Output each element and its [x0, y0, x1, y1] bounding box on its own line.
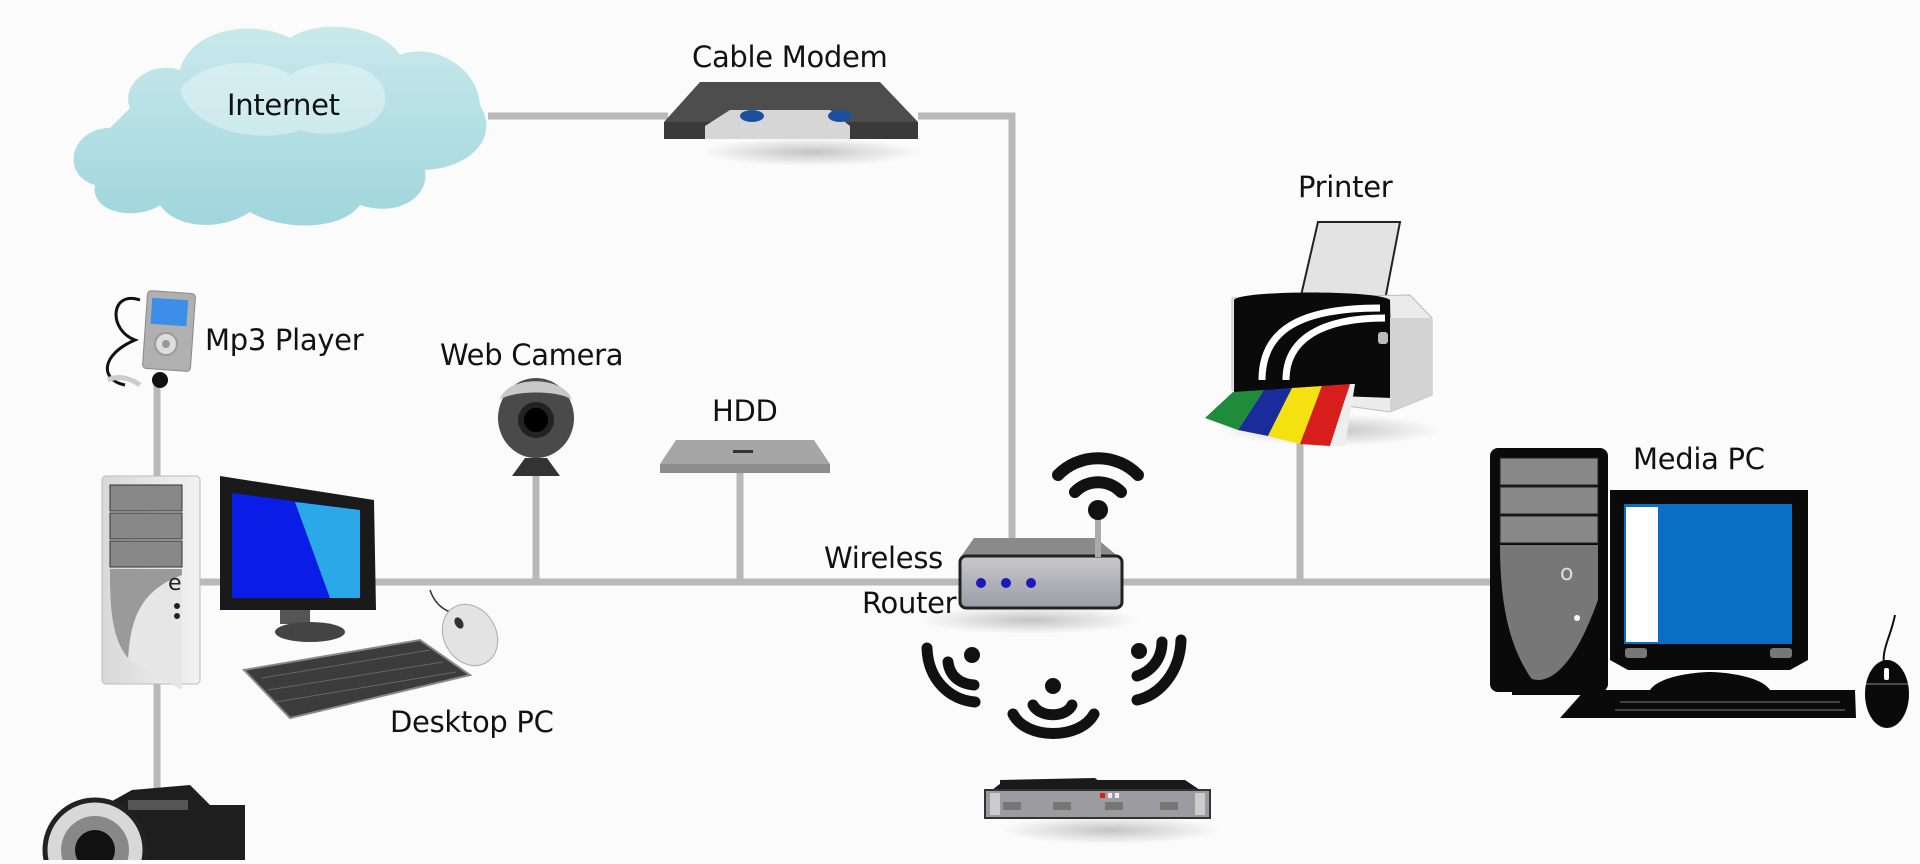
web-camera-label: Web Camera: [440, 338, 624, 372]
cable-modem-router: [918, 112, 1016, 545]
internet-cloud-icon[interactable]: [73, 26, 487, 226]
printer-label: Printer: [1298, 170, 1393, 204]
internet-label: Internet: [227, 88, 340, 122]
printed-paper: [1205, 384, 1355, 446]
mp3-player-label: Mp3 Player: [205, 323, 364, 357]
svg-text:e: e: [168, 571, 182, 596]
wifi-signal-icons: [921, 634, 1187, 739]
hard-drive-icon[interactable]: [660, 440, 830, 473]
webcam-icon[interactable]: [498, 378, 574, 476]
wireless-router-label-line2: Router: [862, 586, 957, 620]
svg-text:o: o: [1560, 561, 1573, 586]
media-pc-label: Media PC: [1633, 442, 1765, 476]
cable-modem-label: Cable Modem: [692, 40, 888, 74]
desktop-pc-icon[interactable]: e: [101, 475, 509, 720]
rack-server-icon[interactable]: [984, 778, 1220, 844]
desktop-pc-label: Desktop PC: [390, 705, 554, 739]
camera-icon[interactable]: [42, 785, 245, 864]
mp3-player-icon[interactable]: [106, 290, 196, 388]
printer-icon[interactable]: [1205, 221, 1440, 446]
wifi-waves-bottom-icon: [1007, 678, 1100, 739]
wifi-waves-right-icon: [1131, 634, 1187, 706]
wifi-waves-left-icon: [921, 642, 981, 708]
hdd-label: HDD: [712, 394, 778, 428]
wireless-router-icon[interactable]: [920, 452, 1144, 634]
media-pc-icon[interactable]: o: [1490, 448, 1909, 728]
cables: [153, 112, 1500, 790]
wireless-router-label-line1: Wireless: [824, 541, 943, 575]
cable-modem-icon[interactable]: [664, 82, 920, 166]
